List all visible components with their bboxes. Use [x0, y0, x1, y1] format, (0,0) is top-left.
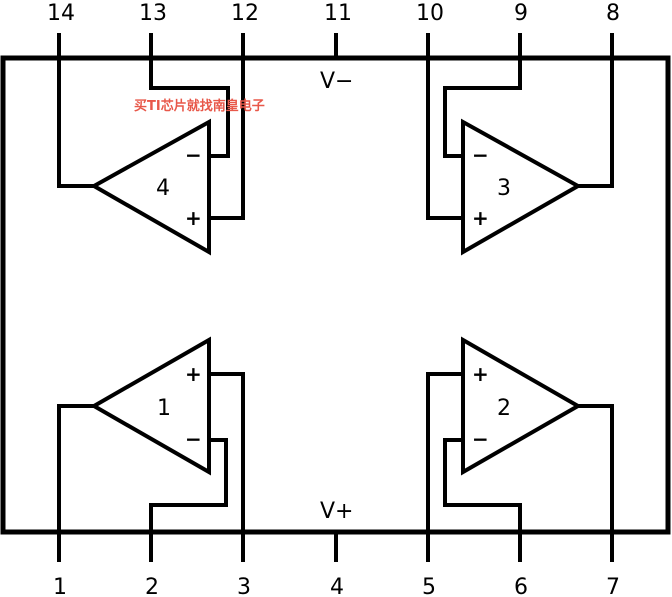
- vminus-label: V−: [320, 69, 353, 94]
- pin-7-label: 7: [606, 575, 620, 597]
- pin-14-label: 14: [47, 1, 75, 26]
- pin-2-label: 2: [145, 575, 159, 597]
- package-outline: [0, 55, 671, 535]
- pin-12-label: 12: [231, 1, 259, 26]
- op-amp-2-minus-sign: −: [472, 427, 489, 451]
- op-amp-2-wiring: [426, 372, 614, 534]
- top-pin-stubs: [57, 33, 614, 60]
- op-amp-1-minus-sign: −: [185, 427, 202, 451]
- pin-8-label: 8: [606, 1, 620, 26]
- op-amp-2-symbol: [461, 336, 583, 476]
- op-amp-2-label: 2: [497, 396, 511, 421]
- pin-5-label: 5: [422, 575, 436, 597]
- pin-3-label: 3: [237, 575, 251, 597]
- bottom-pin-stubs: [57, 530, 614, 562]
- op-amp-3-minus-sign: −: [472, 143, 489, 167]
- op-amp-4-label: 4: [156, 176, 170, 201]
- op-amp-1-wiring: [57, 372, 245, 534]
- op-amp-4-minus-sign: −: [185, 143, 202, 167]
- pin-1-label: 1: [53, 575, 67, 597]
- op-amp-3-wiring: [426, 56, 614, 220]
- vplus-label: V+: [320, 499, 353, 524]
- op-amp-4-plus-sign: +: [185, 206, 202, 230]
- op-amp-4-wiring: [57, 56, 245, 220]
- op-amp-4-symbol: [89, 118, 211, 256]
- op-amp-3-label: 3: [497, 176, 511, 201]
- pin-9-label: 9: [514, 1, 528, 26]
- op-amp-1-label: 1: [157, 396, 171, 421]
- pin-10-label: 10: [416, 1, 444, 26]
- pin-4-label: 4: [330, 575, 344, 597]
- op-amp-2-plus-sign: +: [472, 362, 489, 386]
- watermark-text: 买TI芯片就找南皇电子: [134, 98, 265, 114]
- op-amp-1-plus-sign: +: [185, 362, 202, 386]
- pin-11-label: 11: [324, 1, 352, 26]
- pin-13-label: 13: [139, 1, 167, 26]
- pin-6-label: 6: [514, 575, 528, 597]
- op-amp-3-symbol: [461, 118, 583, 256]
- op-amp-1-symbol: [89, 336, 211, 476]
- op-amp-3-plus-sign: +: [472, 206, 489, 230]
